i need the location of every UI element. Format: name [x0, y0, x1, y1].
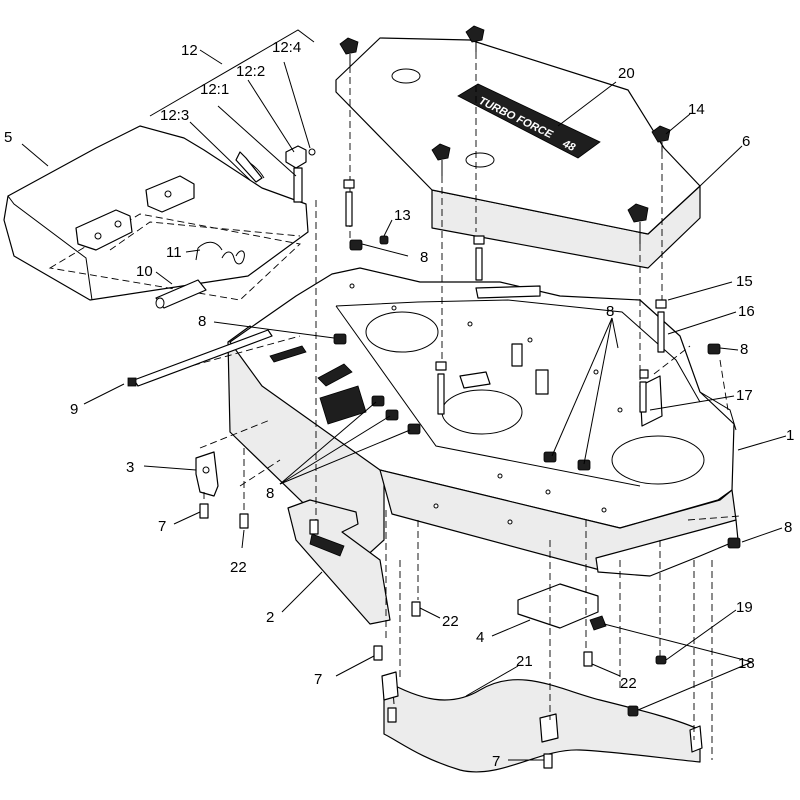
callout-8-lower: 8 — [266, 485, 274, 502]
deck-baffle — [381, 671, 703, 773]
callout-12-3: 12:3 — [160, 107, 189, 124]
callout-3: 3 — [126, 459, 134, 476]
nut-icon — [577, 459, 591, 471]
leader-lines — [21, 29, 787, 761]
callout-17: 17 — [736, 387, 753, 404]
bolt-icon — [373, 645, 383, 661]
callout-16: 16 — [738, 303, 755, 320]
nut-icon — [543, 451, 557, 463]
bolt-icon — [583, 651, 593, 667]
callout-5: 5 — [4, 129, 12, 146]
top-cover: TURBO FORCE 48 — [335, 37, 701, 269]
callout-8-top: 8 — [420, 249, 428, 266]
nut-icon — [727, 537, 741, 549]
bolt-icon — [387, 707, 397, 723]
bolt-icon — [309, 519, 319, 535]
mount-bracket — [517, 583, 607, 631]
callout-4: 4 — [476, 629, 484, 646]
bolt-icon — [473, 235, 485, 281]
knob-icon — [465, 25, 485, 52]
callout-8-center: 8 — [606, 303, 614, 320]
bolt-icon — [411, 601, 421, 617]
mower-deck — [227, 267, 739, 577]
callout-labels: 12 12:4 12:2 12:1 12:3 5 11 10 13 8 8 9 … — [4, 39, 794, 770]
nut-icon — [655, 655, 667, 665]
callout-9: 9 — [70, 401, 78, 418]
bolt-icon — [239, 513, 249, 529]
nut-icon — [349, 239, 363, 251]
callout-22-left: 22 — [230, 559, 247, 576]
callout-12-2: 12:2 — [236, 63, 265, 80]
hinge-rod — [155, 279, 207, 309]
callout-22-mid: 22 — [442, 613, 459, 630]
nut-icon — [379, 235, 389, 245]
deck-bracket — [475, 285, 541, 299]
callout-19: 19 — [736, 599, 753, 616]
callout-8-left: 8 — [198, 313, 206, 330]
knob-icon — [431, 143, 451, 176]
nut-icon — [333, 333, 347, 345]
callout-22-right: 22 — [620, 675, 637, 692]
callout-14: 14 — [688, 101, 705, 118]
bolt-icon — [127, 329, 273, 387]
callout-6: 6 — [742, 133, 750, 150]
bolt-icon — [199, 503, 209, 519]
callout-10: 10 — [136, 263, 153, 280]
small-bracket — [195, 451, 219, 497]
bolt-icon — [343, 179, 355, 227]
bolt-icon — [435, 361, 447, 415]
bolt-icon — [639, 369, 649, 413]
nut-icon — [707, 343, 721, 355]
bolt-icon — [655, 299, 667, 353]
callout-12-1: 12:1 — [200, 81, 229, 98]
nut-icon — [627, 705, 639, 717]
callout-18: 18 — [738, 655, 755, 672]
nut-icon — [385, 409, 399, 421]
callout-15: 15 — [736, 273, 753, 290]
callout-7-bottom: 7 — [492, 753, 500, 770]
callout-7-mid: 7 — [314, 671, 322, 688]
left-cover — [3, 125, 309, 301]
bolt-icon — [543, 753, 553, 769]
nut-icon — [407, 423, 421, 435]
knob-icon — [339, 37, 359, 66]
callout-8-right: 8 — [740, 341, 748, 358]
callout-11: 11 — [166, 244, 182, 261]
callout-12: 12 — [181, 42, 198, 59]
knob-icon — [651, 125, 671, 152]
callout-7-left: 7 — [158, 518, 166, 535]
callout-20: 20 — [618, 65, 635, 82]
callout-21: 21 — [516, 653, 533, 670]
callout-12-4: 12:4 — [272, 39, 301, 56]
callout-8-right-bottom: 8 — [784, 519, 792, 536]
callout-1: 1 — [786, 427, 794, 444]
callout-2: 2 — [266, 609, 274, 626]
callout-13: 13 — [394, 207, 411, 224]
latch-assembly — [235, 145, 316, 203]
knob-icon — [627, 203, 649, 244]
decal-size-text: 48 — [560, 137, 578, 154]
